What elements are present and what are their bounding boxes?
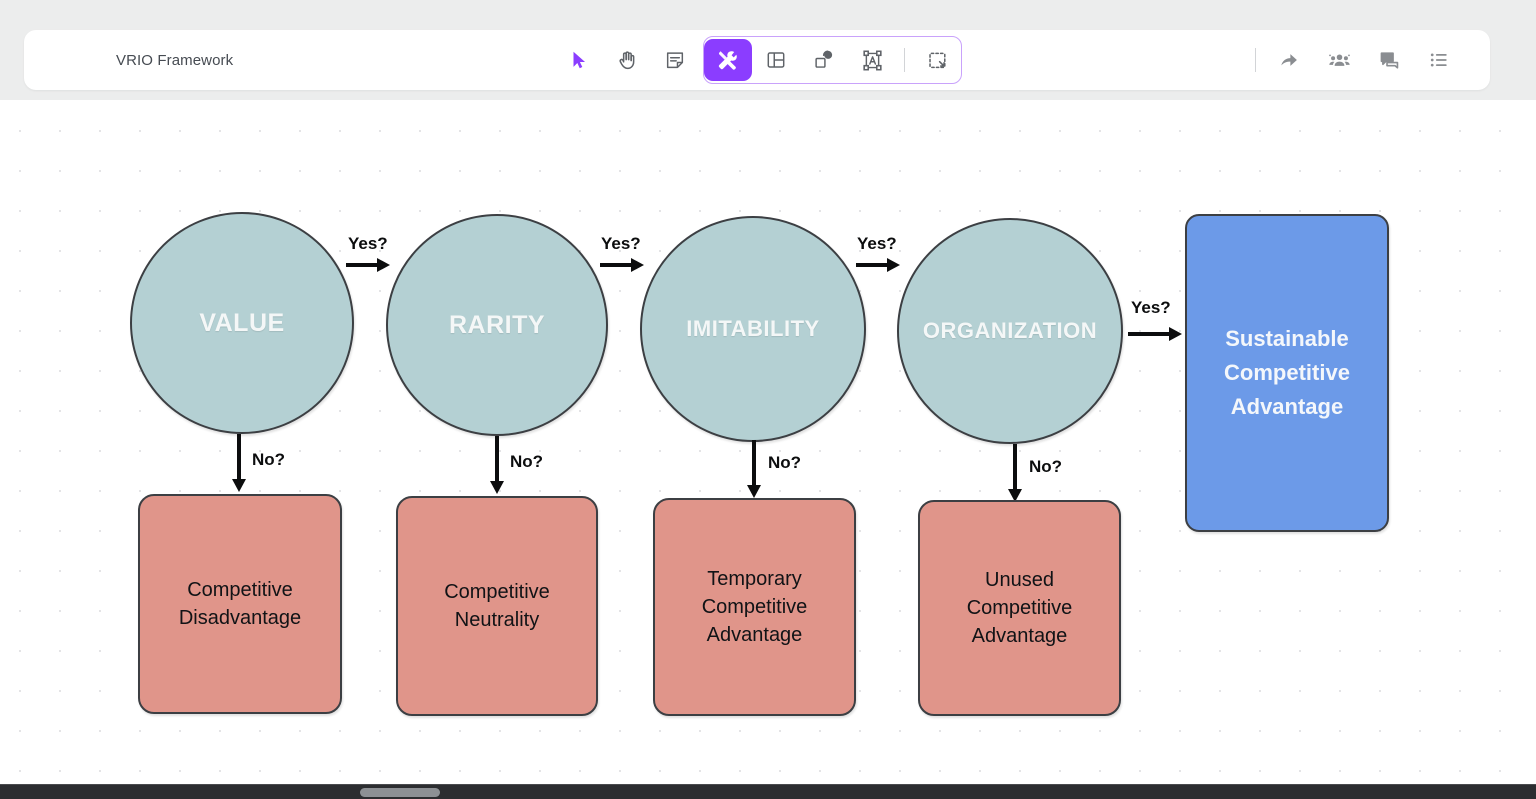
arrow-yes-1 — [346, 258, 390, 272]
stage-label: ORGANIZATION — [922, 318, 1098, 343]
outcome-line-2: Competitive — [1224, 360, 1350, 385]
text-box-tool[interactable] — [848, 39, 896, 81]
stage-circle-organization[interactable]: ORGANIZATION — [897, 218, 1123, 444]
toolbar-right-tools — [1247, 30, 1464, 90]
select-cursor-icon — [568, 49, 590, 71]
comments-button[interactable] — [1364, 38, 1414, 82]
scrollbar-thumb[interactable] — [360, 788, 440, 797]
collaborators-icon — [1328, 49, 1351, 72]
tools-tool[interactable] — [704, 39, 752, 81]
hand-pan-tool[interactable] — [603, 38, 651, 82]
horizontal-scrollbar[interactable] — [0, 784, 1536, 799]
tools-icon — [716, 48, 740, 72]
outcome-line-3: Advantage — [1230, 394, 1344, 419]
outcome-line-2: Competitive — [701, 596, 808, 618]
outcome-line-2: Neutrality — [454, 609, 540, 631]
edge-label-no-4: No? — [1029, 457, 1063, 476]
arrow-yes-2 — [600, 258, 644, 272]
sticky-note-tool[interactable] — [651, 38, 699, 82]
stage-circle-imitability[interactable]: IMITABILITY — [640, 216, 866, 442]
outcome-line-3: Advantage — [971, 625, 1068, 647]
outcome-line-1: Sustainable — [1225, 326, 1349, 351]
arrow-no-1 — [232, 434, 246, 492]
outcome-line-1: Competitive — [444, 581, 550, 603]
toolbar: VRIO Framework — [24, 30, 1490, 90]
arrow-no-4 — [1008, 444, 1022, 502]
stage-circle-value[interactable]: VALUE — [130, 212, 354, 434]
edge-label-yes-4: Yes? — [1131, 298, 1171, 317]
top-band: VRIO Framework — [0, 0, 1536, 100]
share-arrow-icon — [1278, 49, 1300, 71]
text-box-icon — [861, 49, 884, 72]
arrow-yes-3 — [856, 258, 900, 272]
stage-label: IMITABILITY — [686, 316, 820, 341]
outcome-line-2: Competitive — [966, 597, 1073, 619]
marquee-select-tool[interactable] — [913, 39, 961, 81]
arrow-no-2 — [490, 436, 504, 494]
arrow-yes-4 — [1128, 327, 1182, 341]
stage-label: VALUE — [199, 308, 285, 337]
edge-label-no-1: No? — [252, 450, 286, 469]
frame-layout-tool[interactable] — [752, 39, 800, 81]
arrow-no-3 — [747, 440, 761, 498]
outcome-line-1: Temporary — [707, 568, 802, 590]
marquee-select-icon — [926, 49, 949, 72]
select-cursor-tool[interactable] — [555, 38, 603, 82]
edge-label-no-3: No? — [768, 453, 802, 472]
toolbar-tool-group — [703, 36, 962, 84]
toolbar-divider — [904, 48, 905, 72]
edge-label-yes-2: Yes? — [601, 234, 641, 253]
shapes-tool[interactable] — [800, 39, 848, 81]
toolbar-right-divider — [1255, 48, 1256, 72]
list-menu-icon — [1428, 49, 1450, 71]
sticky-note-icon — [664, 49, 686, 71]
frame-layout-icon — [765, 49, 787, 71]
outcome-line-1: Unused — [985, 569, 1054, 591]
shapes-icon — [813, 49, 835, 71]
edge-label-no-2: No? — [510, 452, 544, 471]
edge-label-yes-1: Yes? — [348, 234, 388, 253]
outcome-line-3: Advantage — [706, 624, 803, 646]
toolbar-center-tools — [555, 30, 962, 90]
collaborators-button[interactable] — [1314, 38, 1364, 82]
whiteboard-canvas[interactable]: VALUE RARITY IMITABILITY ORGANIZATION Ye… — [0, 100, 1536, 784]
outcome-line-1: Competitive — [187, 579, 293, 601]
stage-circle-rarity[interactable]: RARITY — [386, 214, 608, 436]
list-menu-button[interactable] — [1414, 38, 1464, 82]
outcome-line-2: Disadvantage — [178, 607, 302, 629]
share-button[interactable] — [1264, 38, 1314, 82]
comments-icon — [1378, 49, 1401, 72]
hand-pan-icon — [616, 49, 639, 72]
document-title[interactable]: VRIO Framework — [116, 51, 234, 69]
edge-label-yes-3: Yes? — [857, 234, 897, 253]
stage-label: RARITY — [448, 310, 546, 339]
